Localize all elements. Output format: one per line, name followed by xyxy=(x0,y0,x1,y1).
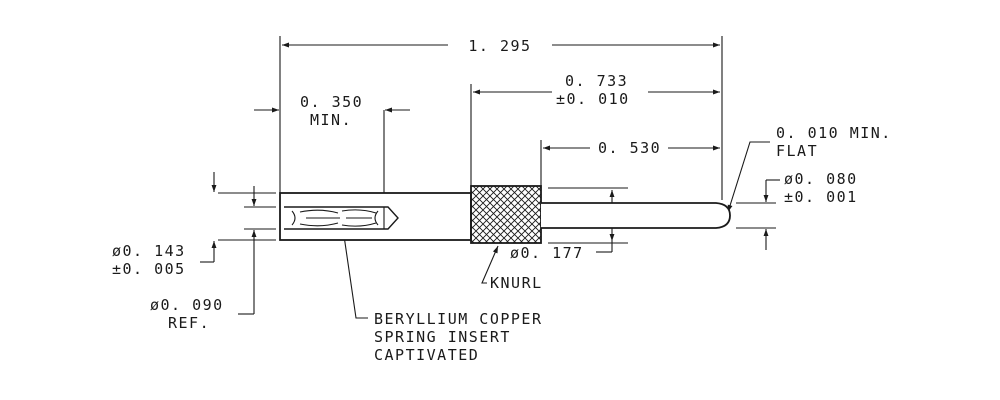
barrel-body xyxy=(279,192,472,241)
pin-tip xyxy=(541,202,731,229)
pin-length-label: 0. 530 xyxy=(598,139,661,157)
knurl-to-tip-tolerance: ±0. 010 xyxy=(556,90,630,108)
knurl-band xyxy=(470,185,542,244)
bore-diameter-value: ø0. 090 xyxy=(150,296,224,314)
min-length-note: MIN. xyxy=(310,111,352,129)
insert-callout-line3: CAPTIVATED xyxy=(374,346,479,364)
tip-flat-value: 0. 010 MIN. xyxy=(776,124,892,142)
dim-body-diameter xyxy=(200,172,217,263)
spring-insert xyxy=(284,206,399,230)
leader-insert xyxy=(340,221,368,319)
contact-pin xyxy=(279,185,731,244)
knurl-to-tip-value: 0. 733 xyxy=(565,72,628,90)
knurl-callout: KNURL xyxy=(490,274,543,292)
min-length-value: 0. 350 xyxy=(300,93,363,111)
dim-bore-diameter xyxy=(238,186,257,315)
pin-diameter-value: ø0. 080 xyxy=(784,170,858,188)
knurl-diameter-label: ø0. 177 xyxy=(510,244,584,262)
pin-diameter-tolerance: ±0. 001 xyxy=(784,188,858,206)
bore-diameter-note: REF. xyxy=(168,314,210,332)
labels: 1. 295 0. 350 MIN. 0. 733 ±0. 010 0. 530… xyxy=(112,37,892,364)
extension-lines xyxy=(218,36,776,244)
insert-callout-line2: SPRING INSERT xyxy=(374,328,511,346)
tip-flat-note: FLAT xyxy=(776,142,818,160)
insert-callout-line1: BERYLLIUM COPPER xyxy=(374,310,543,328)
leader-knurl xyxy=(481,245,499,284)
overall-length-label: 1. 295 xyxy=(468,37,531,55)
body-diameter-value: ø0. 143 xyxy=(112,242,186,260)
leader-tip-flat xyxy=(727,141,770,213)
dim-pin-diameter xyxy=(763,179,780,250)
body-diameter-tolerance: ±0. 005 xyxy=(112,260,186,278)
